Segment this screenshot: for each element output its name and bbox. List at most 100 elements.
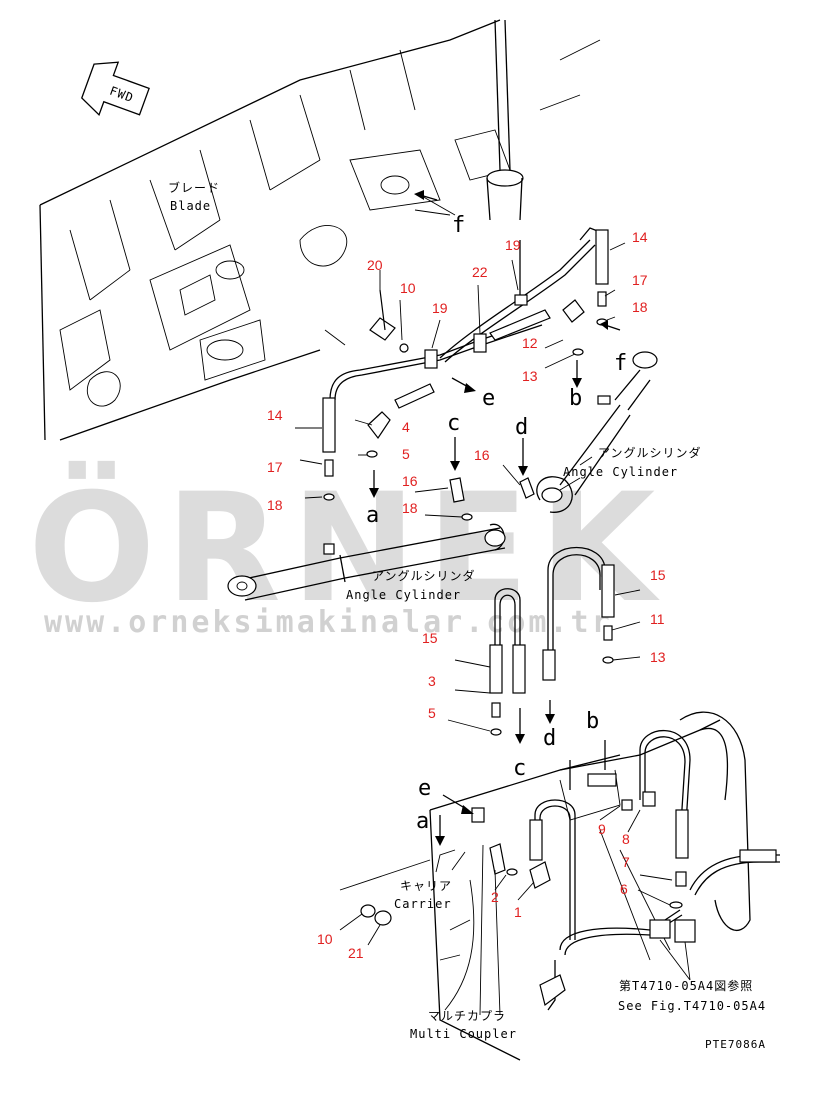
connector-right: [674, 919, 696, 943]
callout-19: 19: [432, 300, 448, 316]
part-callouts: 20 10 19 22 19 14 17 18 12 13 14 4 5 16 …: [267, 229, 666, 961]
fitting-17-left: [324, 459, 334, 477]
flow-letter-markers: f f e e b b c c d d a a: [366, 213, 627, 834]
callout-15: 15: [422, 630, 438, 646]
callout-20: 20: [367, 257, 383, 273]
oring-13-lower: [602, 656, 614, 664]
angle-cylinder-left-label-en: Angle Cylinder: [346, 588, 461, 602]
oring-13-upper: [572, 348, 584, 356]
oring-2: [506, 868, 518, 876]
angle-cylinder-left: [227, 523, 506, 601]
oring-5-lower: [490, 728, 502, 736]
callout-10: 10: [317, 931, 333, 947]
flow-letter-b: b: [569, 386, 582, 411]
clamp-22: [473, 333, 487, 353]
forward-direction-arrow: FWD: [81, 61, 150, 117]
callout-17: 17: [267, 459, 283, 475]
fitting-8: [642, 791, 656, 807]
callout-19: 19: [505, 237, 521, 253]
blade-label-jp: ブレード: [168, 180, 220, 195]
fitting-14-left: [322, 397, 336, 453]
callout-15: 15: [650, 567, 666, 583]
flow-letter-a: a: [416, 809, 429, 834]
callout-16: 16: [402, 473, 418, 489]
oring-6: [669, 901, 683, 909]
elbow-12: [562, 299, 585, 323]
see-figure-label-jp: 第T4710-05A4図参照: [619, 978, 753, 993]
callout-7: 7: [622, 854, 630, 870]
fitting-16-right: [519, 477, 535, 499]
angle-cylinder-left-label-jp: アングルシリンダ: [372, 568, 476, 583]
clamp-19-lower: [424, 349, 438, 369]
blade-label-en: Blade: [170, 199, 211, 213]
callout-14: 14: [267, 407, 283, 423]
callout-14: 14: [632, 229, 648, 245]
nut-21: [374, 910, 392, 926]
callout-4: 4: [402, 419, 410, 435]
flow-arrows: [369, 190, 621, 846]
callout-5: 5: [428, 705, 436, 721]
flow-letter-e: e: [482, 386, 495, 411]
clamp-19-upper: [514, 294, 528, 306]
callout-10: 10: [400, 280, 416, 296]
callout-11: 11: [650, 611, 665, 627]
angle-cylinder-right: [536, 351, 658, 513]
callout-3: 3: [428, 673, 436, 689]
callout-22: 22: [472, 264, 488, 280]
callout-12: 12: [522, 335, 538, 351]
fitting-17-upper: [597, 291, 607, 307]
flow-letter-c: c: [447, 411, 460, 436]
flow-letter-b: b: [586, 709, 599, 734]
callout-6: 6: [620, 881, 628, 897]
hose-fitting-6: [675, 809, 689, 859]
fitting-9: [621, 799, 633, 811]
callout-13: 13: [650, 649, 666, 665]
hose-fitting-12: [489, 309, 551, 341]
washer-10-lower: [360, 904, 376, 918]
fitting-c-hose: [512, 644, 526, 694]
blade-structure: [39, 19, 601, 441]
fitting-7: [675, 871, 687, 887]
oring-18-left: [323, 493, 335, 501]
angle-cylinder-right-label-jp: アングルシリンダ: [598, 445, 702, 460]
hose-end-coupler: [539, 974, 566, 1007]
coupler-body: [489, 843, 506, 875]
elbow-4: [367, 411, 391, 440]
elbow-1: [529, 861, 551, 889]
callout-21: 21: [348, 945, 364, 961]
callout-18: 18: [632, 299, 648, 315]
flow-letter-d: d: [543, 726, 556, 751]
callout-2: 2: [491, 889, 499, 905]
leader-lines: [295, 194, 691, 1016]
flow-letter-a: a: [366, 503, 379, 528]
hose-fitting-1: [529, 819, 543, 861]
see-figure-label-en: See Fig.T4710-05A4: [618, 999, 766, 1013]
upper-hose-assembly: [322, 227, 609, 521]
manifold-block: [587, 773, 617, 787]
hose-fitting-4: [394, 383, 435, 409]
hose-end-fitting: [739, 849, 777, 863]
callout-1: 1: [514, 904, 522, 920]
flow-letter-f: f: [452, 213, 465, 238]
oring-18-mid: [461, 513, 473, 521]
connector-left: [649, 919, 671, 939]
carrier-structure: [360, 711, 780, 1061]
flow-letter-f: f: [614, 351, 627, 376]
angle-cylinder-right-label-en: Angle Cylinder: [563, 465, 678, 479]
fitting-15-left: [489, 644, 503, 694]
fitting-11: [603, 625, 613, 641]
carrier-label-en: Carrier: [394, 897, 452, 911]
callout-18: 18: [267, 497, 283, 513]
flow-letter-c: c: [513, 756, 526, 781]
flow-letter-e: e: [418, 776, 431, 801]
washer-10-upper: [399, 343, 409, 353]
callout-17: 17: [632, 272, 648, 288]
callout-16: 16: [474, 447, 490, 463]
fitting-16-left: [449, 477, 465, 503]
oring-5-upper: [366, 450, 378, 458]
fitting-3: [491, 702, 501, 718]
multi-coupler-label-en: Multi Coupler: [410, 1027, 517, 1041]
callout-18: 18: [402, 500, 418, 516]
